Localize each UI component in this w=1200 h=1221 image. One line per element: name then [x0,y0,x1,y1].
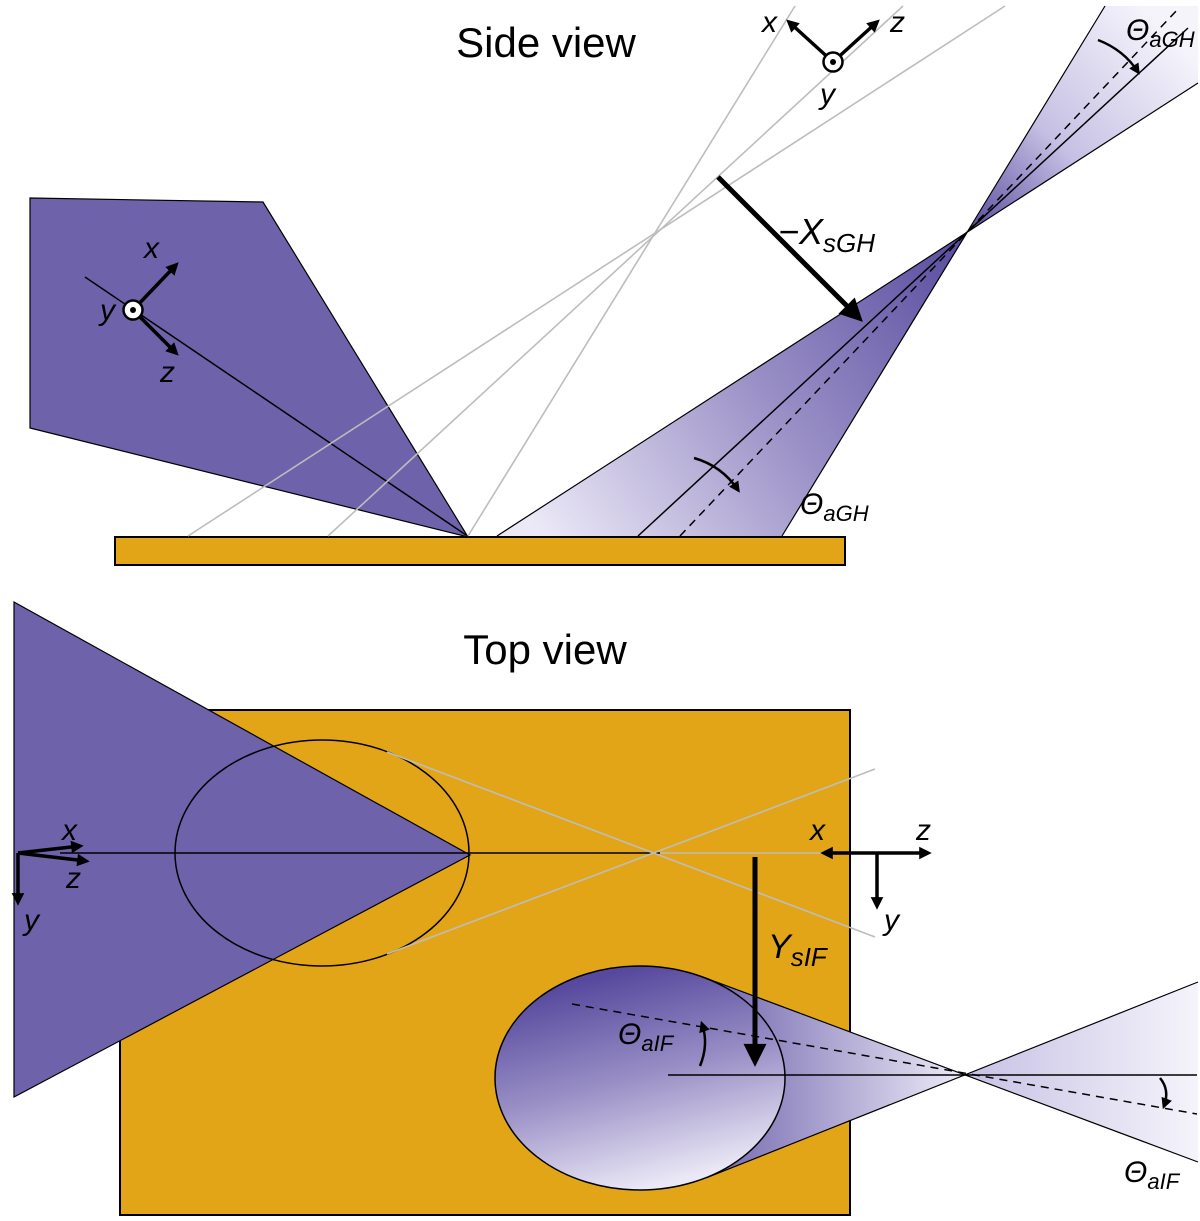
global-z-axis-label: z [889,6,905,39]
incident-beam-frame-axes: x y z [98,232,179,389]
top-incident-frame-axes: x z y [11,814,90,937]
gh-angle-label-bottom: ΘaGH [800,488,869,526]
beam-y-out-of-page-dot [130,307,136,313]
if-angle-arrow-right [1159,1077,1172,1110]
incident-beam-side [29,197,470,538]
top-view: YsIF ΘaIF ΘaIF x z y x z y Top view [11,600,1199,1216]
top-beam-x-axis-label: x [60,814,78,847]
reflected-beam-edge-upper [781,5,1106,537]
unshifted-beam-axis [327,5,904,537]
global-y-axis-label: y [818,78,837,111]
side-view: −XsGH ΘaGH ΘaGH x y z x z y Side view [29,5,1199,566]
side-view-title: Side view [456,19,636,66]
beam-z-axis-label: z [159,356,175,389]
top-beam-y-axis-label: y [22,904,41,937]
top-global-y-axis-label: y [882,904,901,937]
if-angle-arrow-left [698,1020,710,1067]
if-angle-label-left: ΘaIF [618,1018,675,1056]
top-beam-z-axis-arrow [17,851,90,867]
surface-bar-side [114,536,846,566]
reflected-beam-diverging [968,6,1198,232]
global-x-axis-label: x [760,6,778,39]
global-y-out-of-page-dot [830,59,836,65]
top-beam-z-axis-label: z [65,862,81,895]
gh-angle-arrow-bottom [693,456,740,493]
shifted-footprint-ellipse [494,965,786,1191]
gh-angle-label-top: ΘaGH [1126,14,1195,52]
incident-beam-top [13,600,472,1098]
top-global-x-axis-label: x [808,814,826,847]
reflected-beam-axis-dashed [679,7,1180,537]
gh-spatial-shift-arrow [716,175,863,322]
top-beam-x-axis-arrow [17,840,84,855]
incident-beam-axis-line [84,276,467,536]
unshifted-beam-edge-shallow [187,5,1006,537]
if-angle-label-right: ΘaIF [1124,1156,1181,1194]
unshifted-tangent-line-1 [386,751,876,938]
top-global-z-axis-label: z [915,814,931,847]
reflected-beam-axis-solid [637,27,1189,537]
unshifted-tangent-line-2 [386,768,876,955]
side-global-frame-axes: x z y [760,6,905,111]
top-global-frame-axes: x z y [808,814,932,937]
shifted-beam-diverging [965,982,1198,1162]
beam-x-axis-label: x [142,232,160,265]
shifted-beam-edge-2 [705,981,1199,1179]
shifted-beam-edge-1 [702,976,1199,1163]
gh-angle-arrow-top [1097,38,1140,75]
top-view-title: Top view [463,626,627,673]
unshifted-beam-edge-steep [467,5,796,537]
beam-y-axis-label: y [98,294,117,327]
gh-spatial-shift-label: −XsGH [778,211,875,258]
if-spatial-shift-label: YsIF [768,928,829,972]
shifted-beam-axis-dashed [571,1003,1198,1115]
